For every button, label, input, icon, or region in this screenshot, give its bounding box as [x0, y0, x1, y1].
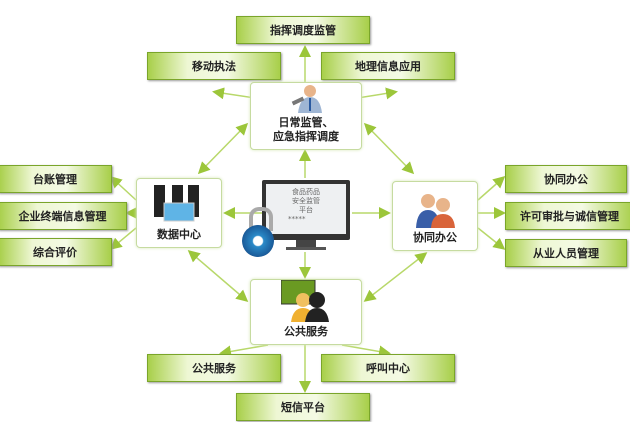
box-command-dispatch[interactable]: 指挥调度监管 — [236, 16, 370, 44]
people-icon — [413, 192, 457, 228]
box-geo-info[interactable]: 地理信息应用 — [321, 52, 455, 80]
screen-line1: 食品药品 — [292, 188, 320, 196]
server-icon — [150, 185, 208, 225]
monitor: 食品药品 安全监管 平台 ***** — [262, 180, 350, 250]
node-supervision[interactable]: 日常监管、 应急指挥调度 — [250, 82, 362, 150]
box-ledger[interactable]: 台账管理 — [0, 165, 112, 193]
screen-line3: 平台 — [299, 206, 313, 214]
public-service-label: 公共服务 — [284, 325, 328, 338]
supervision-line2: 应急指挥调度 — [273, 130, 339, 143]
datacenter-label: 数据中心 — [157, 228, 201, 241]
box-mobile-enforcement[interactable]: 移动执法 — [147, 52, 281, 80]
box-staff[interactable]: 从业人员管理 — [505, 239, 627, 267]
node-collab[interactable]: 协同办公 — [392, 181, 478, 251]
box-evaluation[interactable]: 综合评价 — [0, 238, 112, 266]
box-office[interactable]: 协同办公 — [505, 165, 627, 193]
lock-icon — [240, 207, 280, 257]
supervision-line1: 日常监管、 — [278, 116, 334, 129]
screen-password: ***** — [288, 215, 306, 223]
box-call-center[interactable]: 呼叫中心 — [321, 354, 455, 382]
box-sms[interactable]: 短信平台 — [236, 393, 370, 421]
collab-label: 协同办公 — [413, 231, 457, 244]
operator-icon — [286, 83, 326, 113]
node-datacenter[interactable]: 数据中心 — [136, 178, 222, 248]
box-license[interactable]: 许可审批与诚信管理 — [505, 202, 630, 230]
service-people-icon — [281, 280, 331, 322]
box-terminal-info[interactable]: 企业终端信息管理 — [0, 202, 127, 230]
node-public-service[interactable]: 公共服务 — [250, 279, 362, 345]
box-public-service[interactable]: 公共服务 — [147, 354, 281, 382]
screen-line2: 安全监管 — [292, 197, 320, 205]
